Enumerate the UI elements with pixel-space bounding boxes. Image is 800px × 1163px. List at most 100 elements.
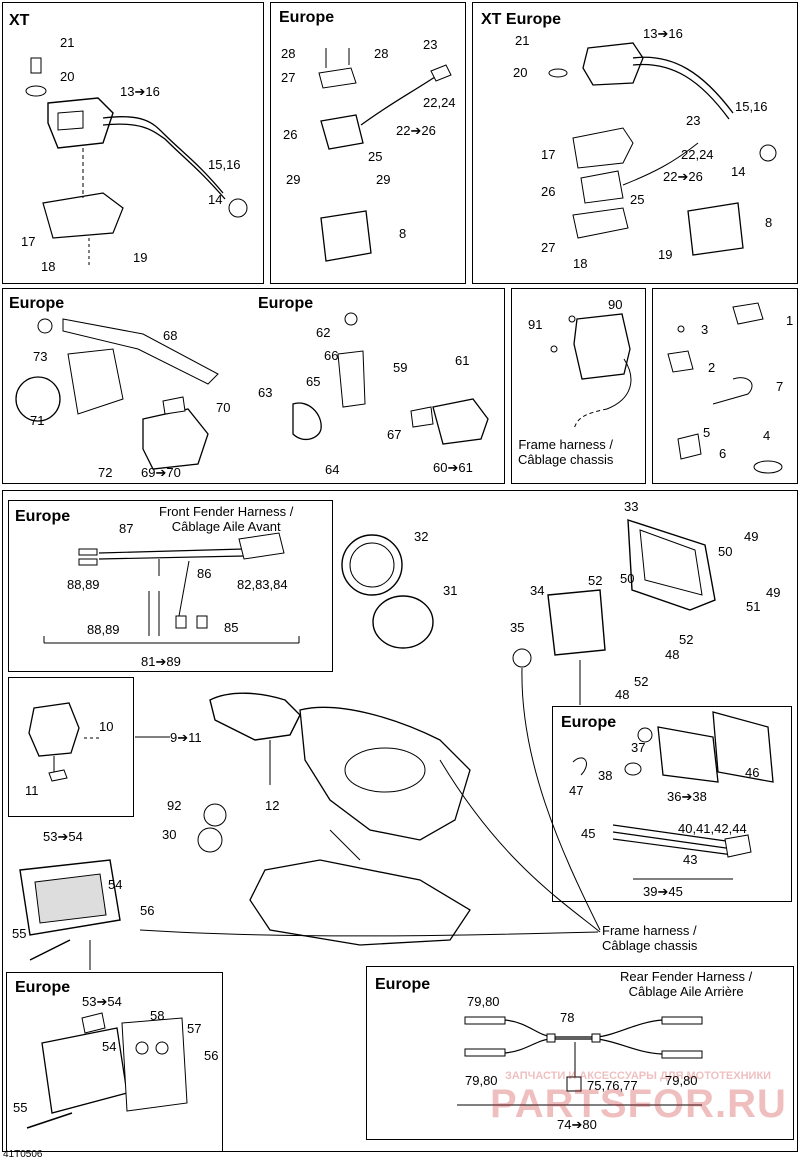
panel-front-fender: Europe Front Fender Harness /Câblage Ail… <box>8 500 333 672</box>
callout: 35 <box>510 620 525 635</box>
callout: 20 <box>60 69 75 84</box>
callout: 53➔54 <box>43 829 83 844</box>
callout: 56 <box>140 903 155 918</box>
callout: 27 <box>541 240 556 255</box>
headlight-europe-drawing <box>572 711 774 880</box>
callout: 50 <box>718 544 733 559</box>
callout: 91 <box>528 317 543 332</box>
callout: 9➔11 <box>170 730 202 745</box>
relay-drawing <box>318 48 452 262</box>
callout: 25 <box>630 192 645 207</box>
callout: 52 <box>679 632 694 647</box>
front-fender-harness-drawing <box>43 532 300 644</box>
callout: 61 <box>455 353 470 368</box>
xt-europe-drawing <box>548 42 777 256</box>
callout: 49 <box>744 529 759 544</box>
callout: 12 <box>265 798 280 813</box>
regulator-drawing <box>550 313 632 430</box>
callout: 18 <box>573 256 588 271</box>
callout: 78 <box>560 1010 575 1025</box>
callout: 13➔16 <box>643 26 683 41</box>
rear-fender-harness-drawing <box>457 1016 703 1106</box>
callout: 2 <box>708 360 716 375</box>
switch-drawing <box>28 702 99 782</box>
small-parts-drawing <box>667 302 783 474</box>
callout: 14 <box>731 164 746 179</box>
watermark-tagline: ЗАПЧАСТИ И АКСЕССУАРЫ ДЛЯ МОТОТЕХНИКИ <box>505 1070 772 1082</box>
panel-title: XT <box>9 12 30 29</box>
callout: 8 <box>765 215 773 230</box>
callout: 48 <box>615 687 630 702</box>
callout: 1 <box>786 313 794 328</box>
panel-title: Europe <box>561 714 617 731</box>
callout: 51 <box>746 599 761 614</box>
callout: 7 <box>776 379 784 394</box>
callout: 20 <box>513 65 528 80</box>
callout: 26 <box>283 127 298 142</box>
callout: 54 <box>108 877 123 892</box>
tail-europe-drawing <box>26 1012 188 1129</box>
callout: 21 <box>515 33 530 48</box>
callout: 47 <box>569 783 584 798</box>
callout: 40,41,42,44 <box>678 821 747 836</box>
callout: 14 <box>208 192 223 207</box>
drawing-code: 41T0506 <box>3 1149 43 1160</box>
panel-title: Europe <box>9 295 65 312</box>
callout: 50 <box>620 571 635 586</box>
callout: 66 <box>324 348 339 363</box>
callout: 22➔26 <box>663 169 703 184</box>
callout: 31 <box>443 583 458 598</box>
callout: 5 <box>703 425 711 440</box>
panel-headlight-europe: Europe 37 46 38 47 36➔38 45 40,41,42,44 … <box>552 706 792 902</box>
callout: 65 <box>306 374 321 389</box>
front-fender-header: Front Fender Harness /Câblage Aile Avant <box>159 504 294 534</box>
callout: 22,24 <box>423 95 456 110</box>
panel-title: Europe <box>15 979 71 996</box>
callout: 17 <box>21 234 36 249</box>
panel-title: XT Europe <box>481 11 562 28</box>
callout: 8 <box>399 226 407 241</box>
panel-rear-fender: Europe Rear Fender Harness /Câblage Aile… <box>366 966 794 1140</box>
callout: 88,89 <box>87 622 120 637</box>
panel-xt-europe: XT Europe 21 13➔16 20 15,16 23 17 22,24 … <box>472 2 798 284</box>
callout: 27 <box>281 70 296 85</box>
callout: 33 <box>624 499 639 514</box>
xt-switch-drawing <box>25 57 248 265</box>
panel-title: Europe <box>15 508 71 525</box>
panel-main <box>2 490 798 1152</box>
callout: 4 <box>763 428 771 443</box>
panel-europe-left: Europe Europe 68 73 70 71 72 69➔70 62 66… <box>2 288 505 484</box>
callout: 57 <box>187 1021 202 1036</box>
callout: 22➔26 <box>396 123 436 138</box>
callout: 60➔61 <box>433 460 473 475</box>
callout: 55 <box>12 926 27 941</box>
callout: 75,76,77 <box>587 1078 638 1093</box>
panel-title: Europe <box>258 295 314 312</box>
callout: 71 <box>30 413 45 428</box>
callout: 64 <box>325 462 340 477</box>
callout: 73 <box>33 349 48 364</box>
panel-regulator: 90 91 Frame harness /Câblage chassis <box>511 288 646 484</box>
callout: 49 <box>766 585 781 600</box>
callout: 46 <box>745 765 760 780</box>
callout: 25 <box>368 149 383 164</box>
callout: 15,16 <box>735 99 768 114</box>
callout: 72 <box>98 465 113 480</box>
callout: 92 <box>167 798 182 813</box>
frame-harness-note: Frame harness /Câblage chassis <box>602 923 698 953</box>
callout: 90 <box>608 297 623 312</box>
callout: 11 <box>25 783 39 798</box>
callout: 86 <box>197 566 212 581</box>
callout: 37 <box>631 740 646 755</box>
callout: 32 <box>414 529 429 544</box>
callout: 56 <box>204 1048 219 1063</box>
callout: 85 <box>224 620 239 635</box>
callout: 23 <box>686 113 701 128</box>
panel-small-parts: 1 3 2 7 5 6 4 <box>652 288 798 484</box>
callout: 87 <box>119 521 134 536</box>
panel-title: Europe <box>375 976 431 993</box>
callout: 38 <box>598 768 613 783</box>
callout: 18 <box>41 259 56 274</box>
callout: 68 <box>163 328 178 343</box>
